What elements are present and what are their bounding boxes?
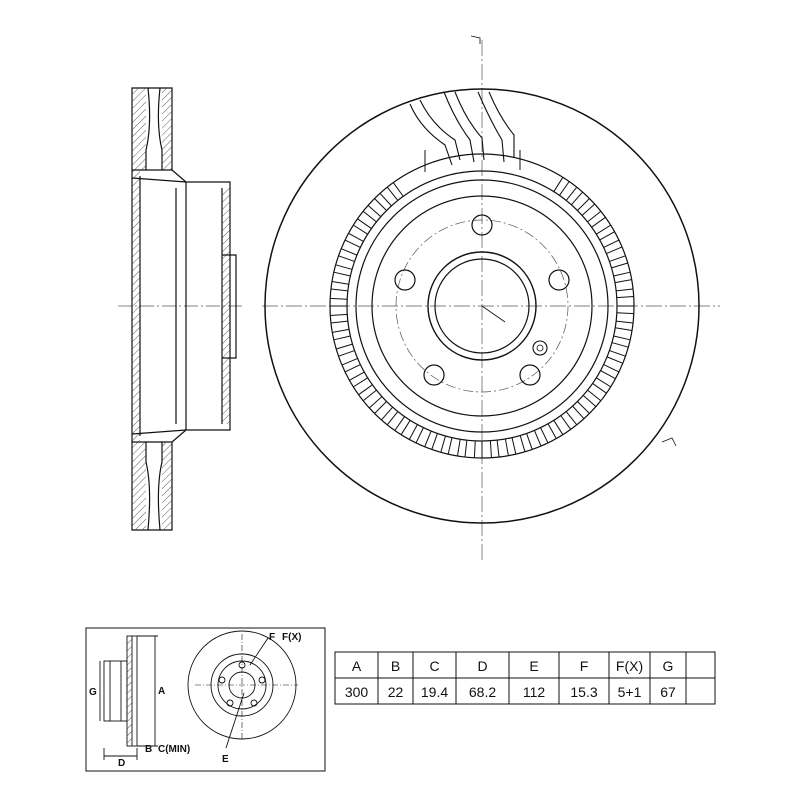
dim-label-d: D — [118, 758, 125, 769]
dim-label-f-x: F(X) — [282, 632, 301, 643]
table-header-cell: E — [529, 658, 538, 674]
table-value-cell: 112 — [523, 684, 546, 700]
table-header-cell: C — [429, 658, 439, 674]
vent-slots — [330, 177, 634, 458]
disc-side-section-view — [118, 87, 245, 531]
small-side-view — [99, 635, 158, 760]
table-value-cell: 300 — [345, 684, 369, 700]
dim-label-b: B — [145, 744, 152, 755]
table-value-cell: 15.3 — [570, 684, 597, 700]
table-header-cell: G — [663, 658, 674, 674]
table-header-cell: D — [477, 658, 487, 674]
table-value-cell: 19.4 — [421, 684, 448, 700]
spec-table: A 300 B 22 C 19.4 D 68.2 E 112 F 15.3 F(X) 5+1 G 67 — [334, 651, 716, 705]
table-header-cell: A — [352, 658, 362, 674]
table-value-cell: 5+1 — [618, 684, 642, 700]
table-value-cell: 68.2 — [469, 684, 496, 700]
disc-front-view — [262, 35, 720, 560]
table-value-cell: 67 — [660, 684, 676, 700]
table-header-cell: B — [391, 658, 400, 674]
dim-label-a: A — [158, 686, 165, 697]
dim-label-f: F — [269, 632, 275, 643]
dim-label-c-min: C(MIN) — [158, 744, 190, 755]
dim-label-e: E — [222, 754, 229, 765]
table-header-cell: F — [580, 658, 589, 674]
reference-drawing-frame: F F(X) G A B C(MIN) D E — [85, 627, 326, 772]
dim-label-g: G — [89, 687, 97, 698]
table-header-cell: F(X) — [616, 658, 643, 674]
small-front-view — [187, 630, 298, 749]
table-value-cell: 22 — [388, 684, 404, 700]
